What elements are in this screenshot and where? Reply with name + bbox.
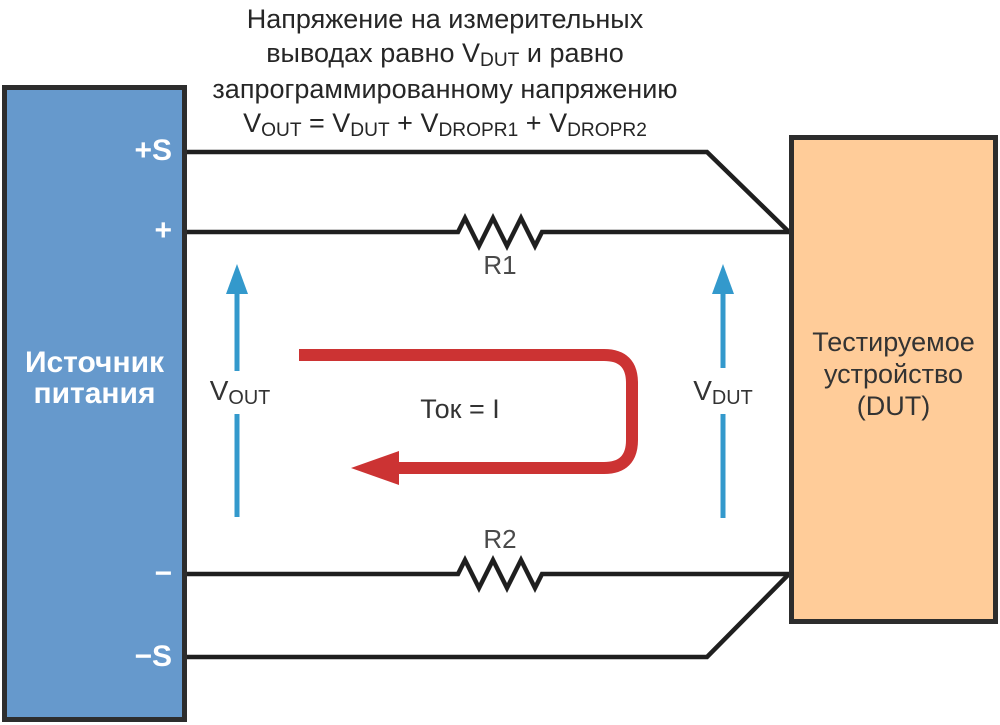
vdut-arrow-head-icon (712, 264, 734, 294)
dut-label-line-3: (DUT) (856, 390, 931, 421)
formula-vdropr1-sub: DROPR1 (438, 119, 519, 141)
annotation-formula: VOUT = VDUT + VDROPR1 + VDROPR2 (140, 107, 750, 144)
formula-plus-vdropr2: + V (518, 107, 568, 138)
formula-vout-sub: OUT (261, 119, 302, 141)
vdut-label-sub: DUT (711, 387, 753, 410)
top-annotation: Напряжение на измерительных выводах равн… (140, 3, 750, 143)
wire-plus-with-resistor-r1 (186, 212, 789, 252)
dut-box: Тестируемое устройство (DUT) (789, 135, 998, 624)
formula-eq-vdut: = V (301, 107, 351, 138)
annotation-line-2-post: и равно (519, 37, 624, 68)
formula-plus-vdropr1: + V (389, 107, 439, 138)
vdut-label: VDUT (668, 375, 778, 410)
terminal-minus: − (154, 557, 172, 590)
annotation-line-3: запрограммированному напряжению (212, 74, 678, 104)
vdut-label-main: V (693, 375, 712, 406)
annotation-line-2-pre: выводах равно V (266, 37, 481, 68)
current-label: Ток = I (420, 394, 500, 424)
terminal-minus-sense: −S (134, 640, 172, 673)
wire-plus-sense (186, 149, 791, 234)
vout-label: VOUT (185, 375, 295, 410)
formula-vout: V (243, 107, 262, 138)
formula-vdut-sub: DUT (350, 119, 390, 141)
dut-label: Тестируемое устройство (DUT) (812, 326, 974, 422)
formula-vdropr2-sub: DROPR2 (567, 119, 647, 141)
vout-label-sub: OUT (228, 387, 271, 410)
resistor-r1-label: R1 (483, 250, 517, 280)
annotation-line-1: Напряжение на измерительных (246, 4, 644, 34)
dut-label-line-2: устройство (823, 358, 964, 389)
current-loop-arrow-head-icon (351, 451, 399, 485)
power-supply-box (2, 85, 187, 722)
vout-arrow-head-icon (226, 264, 248, 294)
terminal-plus-sense: +S (134, 134, 172, 167)
vout-label-main: V (209, 375, 229, 406)
wire-minus-sense (186, 572, 791, 660)
power-supply-label-line-2: питания (33, 377, 156, 410)
resistor-r2-label: R2 (483, 524, 517, 554)
annotation-line-2-sub: DUT (480, 49, 520, 71)
wire-minus-with-resistor-r2 (186, 554, 789, 594)
dut-label-line-1: Тестируемое (812, 326, 975, 357)
annotation-line-2: выводах равно VDUT и равно (140, 37, 750, 74)
current-loop-arrow (299, 349, 638, 474)
terminal-plus: + (154, 214, 172, 247)
power-supply-label-line-1: Источник (24, 346, 165, 379)
power-supply-label: Источник питания (2, 347, 187, 409)
